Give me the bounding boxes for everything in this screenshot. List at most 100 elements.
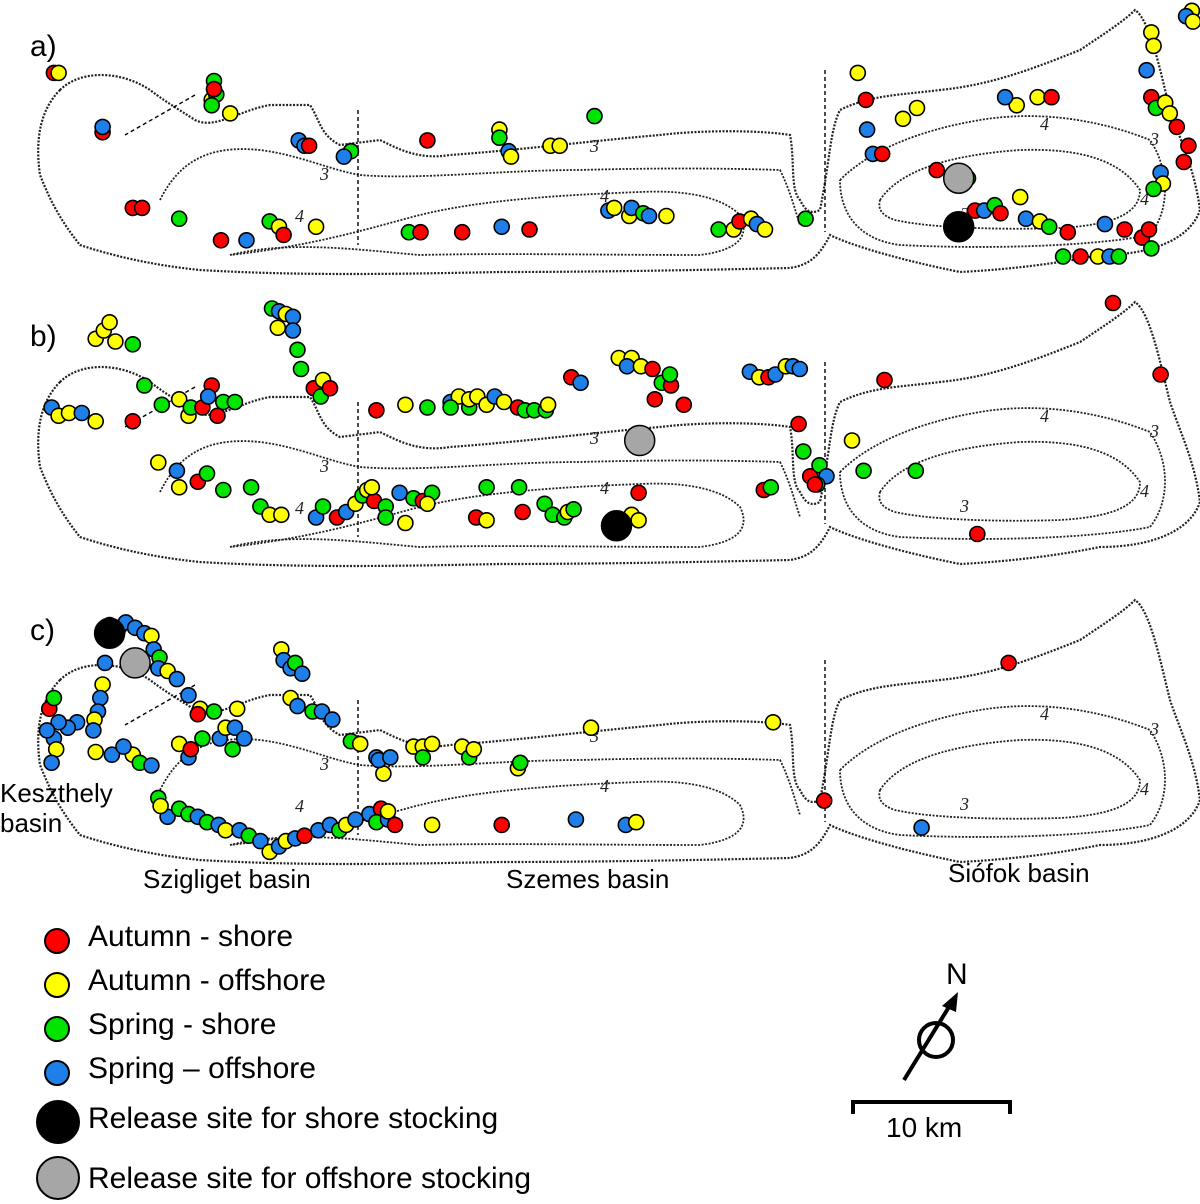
marker-spring-shore [907,462,925,480]
marker-autumn-offshore [50,64,67,82]
marker-autumn-offshore [465,740,483,758]
depth-label: 4 [600,776,609,796]
marker-spring-offshore [252,832,269,850]
depth-label: 3 [959,496,969,516]
marker-spring-shore [292,360,310,378]
basin-label-szemes: Szemes basin [506,864,670,894]
marker-spring-shore [536,495,553,513]
marker-autumn-offshore [894,110,912,128]
marker-autumn-shore [182,740,200,758]
marker-spring-offshore [284,308,302,326]
depth-label: 4 [1140,779,1149,799]
marker-autumn-shore [296,827,313,845]
marker-autumn-offshore [152,797,169,815]
marker-spring-shore [203,97,220,114]
marker-autumn-offshore [419,495,436,513]
marker-autumn-shore [275,226,292,244]
marker-autumn-offshore [630,511,647,529]
marker-autumn-shore [133,199,151,217]
marker-shore-release [600,510,633,542]
marker-autumn-offshore [1145,37,1162,55]
marker-spring-offshore [858,121,876,138]
marker-spring-offshore [103,746,121,764]
marker-spring-offshore [168,670,186,688]
marker-spring-shore [45,689,63,707]
marker-autumn-offshore [228,700,246,718]
marker-autumn-offshore [143,627,160,645]
panel-label-a: a) [30,30,57,63]
marker-spring-shore [224,740,241,758]
depth-contour-4m [229,738,1141,846]
marker-autumn-offshore [502,148,520,165]
marker-spring-offshore [347,811,364,828]
marker-spring-shore [762,478,780,496]
marker-spring-shore [797,210,814,227]
marker-spring-offshore [381,749,399,766]
depth-label: 3 [319,164,329,184]
marker-autumn-shore [1140,221,1158,238]
marker-spring-shore [1110,248,1128,265]
marker-spring-shore [794,443,812,460]
marker-spring-offshore [92,689,109,707]
depth-label: 3 [319,754,329,774]
lake-shoreline [37,8,1200,276]
marker-spring-shore [419,399,436,416]
marker-autumn-shore [300,137,318,155]
marker-spring-shore [242,478,260,496]
marker-autumn-shore [1175,153,1193,171]
marker-autumn-shore [1116,221,1133,238]
marker-spring-shore [136,377,153,394]
marker-autumn-shore [1152,366,1169,383]
depth-label: 3 [589,136,599,156]
basin-divider [124,94,196,136]
depth-label: 4 [1040,406,1049,426]
north-label: N [946,958,968,991]
depth-label: 4 [295,498,304,518]
legend-label: Spring – offshore [88,1052,316,1085]
scale-bar [851,1100,1012,1114]
marker-spring-shore [205,703,223,720]
marker-spring-shore [153,396,171,414]
marker-autumn-shore [412,223,429,241]
marker-spring-shore [226,393,244,411]
depth-label: 4 [1140,189,1149,209]
marker-autumn-offshore [1143,24,1160,41]
marker-autumn-offshore [1008,97,1026,114]
marker-spring-offshore [289,697,306,715]
marker-autumn-offshore [307,218,325,236]
marker-autumn-offshore [269,319,287,337]
legend-label: Spring - shore [88,1008,277,1041]
marker-spring-shore [511,754,529,772]
shore-release-swatch [36,1100,80,1144]
marker-spring-offshore [226,719,244,737]
marker-autumn-offshore [397,514,414,532]
marker-spring-offshore [38,722,56,739]
marker-spring-shore [377,509,395,526]
marker-autumn-offshore [87,412,104,430]
marker-autumn-shore [992,205,1009,222]
spring-offshore-swatch [44,1060,70,1086]
marker-spring-offshore [73,404,91,422]
legend-label: Autumn - offshore [88,964,326,997]
marker-autumn-offshore [87,743,104,761]
marker-autumn-offshore [582,719,600,737]
marker-autumn-offshore [170,390,188,408]
marker-spring-shore [198,465,216,482]
marker-autumn-shore [1072,248,1089,265]
marker-autumn-offshore [107,333,124,350]
marker-spring-offshore [567,811,585,828]
marker-autumn-offshore [1011,188,1029,206]
marker-autumn-offshore [1029,88,1046,106]
marker-spring-offshore [493,218,511,236]
marker-spring-shore [1143,240,1160,257]
panel-label-b: b) [30,320,57,353]
marker-autumn-offshore [908,99,926,117]
marker-spring-offshore [293,665,311,683]
marker-spring-offshore [618,357,636,375]
marker-spring-shore [855,462,872,480]
marker-offshore-release [623,424,656,457]
depth-contour-4m [229,440,1141,548]
depth-label: 4 [1040,704,1049,724]
marker-spring-offshore [168,462,186,480]
